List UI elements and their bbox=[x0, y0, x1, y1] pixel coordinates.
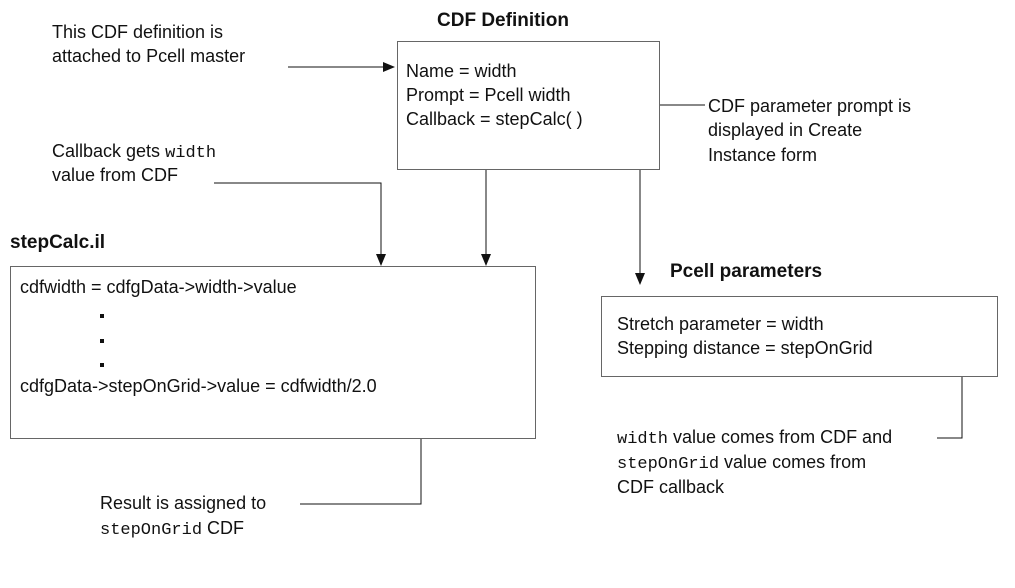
pcell-parameters-box: Stretch parameter = width Stepping dista… bbox=[601, 296, 998, 377]
width-value-note-code: width bbox=[617, 430, 669, 449]
result-note-line2: stepOnGrid CDF bbox=[100, 517, 244, 542]
result-note-suffix: CDF bbox=[202, 518, 245, 538]
width-value-note-line2: stepOnGrid value comes from bbox=[617, 451, 866, 476]
stepping-distance-line: Stepping distance = stepOnGrid bbox=[617, 338, 873, 358]
pcell-parameters-heading: Pcell parameters bbox=[670, 261, 823, 282]
ellipsis-dot bbox=[100, 339, 104, 343]
prompt-note-line1: CDF parameter prompt is bbox=[708, 96, 912, 116]
cdf-prompt-line: Prompt = Pcell width bbox=[406, 85, 571, 105]
arrow-widthvalue-to-pcell bbox=[937, 363, 967, 439]
cdf-name-line: Name = width bbox=[406, 61, 517, 81]
steponGrid-value-note-suffix: value comes from bbox=[719, 452, 867, 472]
steponGrid-value-note-code: stepOnGrid bbox=[617, 455, 720, 474]
width-value-note-line1: width value comes from CDF and bbox=[617, 426, 892, 451]
callback-note-prefix: Callback gets bbox=[52, 141, 166, 161]
cdf-definition-box: Name = width Prompt = Pcell width Callba… bbox=[397, 41, 660, 170]
width-value-note-suffix: value comes from CDF and bbox=[668, 427, 893, 447]
result-note-line1: Result is assigned to bbox=[100, 493, 267, 513]
callback-note-code: width bbox=[165, 144, 217, 163]
stepcalc-code-box: cdfwidth = cdfgData->width->value cdfgDa… bbox=[10, 266, 536, 439]
stretch-parameter-line: Stretch parameter = width bbox=[617, 314, 824, 334]
arrow-callback-to-stepcalc bbox=[214, 182, 386, 266]
stepcalc-first-line: cdfwidth = cdfgData->width->value bbox=[20, 277, 297, 297]
attached-note-line1: This CDF definition is bbox=[52, 22, 224, 42]
stepcalc-heading: stepCalc.il bbox=[10, 232, 106, 253]
result-note-code: stepOnGrid bbox=[100, 521, 203, 540]
stepcalc-last-line: cdfgData->stepOnGrid->value = cdfwidth/2… bbox=[20, 376, 377, 396]
cdf-callback-line: Callback = stepCalc( ) bbox=[406, 109, 583, 129]
attached-note-line2: attached to Pcell master bbox=[52, 46, 246, 66]
callback-note-line1: Callback gets width bbox=[52, 140, 216, 165]
width-value-note-line3: CDF callback bbox=[617, 477, 725, 497]
callback-note-line2: value from CDF bbox=[52, 165, 179, 185]
cdf-definition-heading: CDF Definition bbox=[437, 10, 569, 31]
ellipsis-dot bbox=[100, 363, 104, 367]
prompt-note-line2: displayed in Create bbox=[708, 120, 863, 140]
ellipsis-dot bbox=[100, 314, 104, 318]
arrow-result-to-stepcalc bbox=[300, 421, 426, 505]
prompt-note-line3: Instance form bbox=[708, 145, 818, 165]
